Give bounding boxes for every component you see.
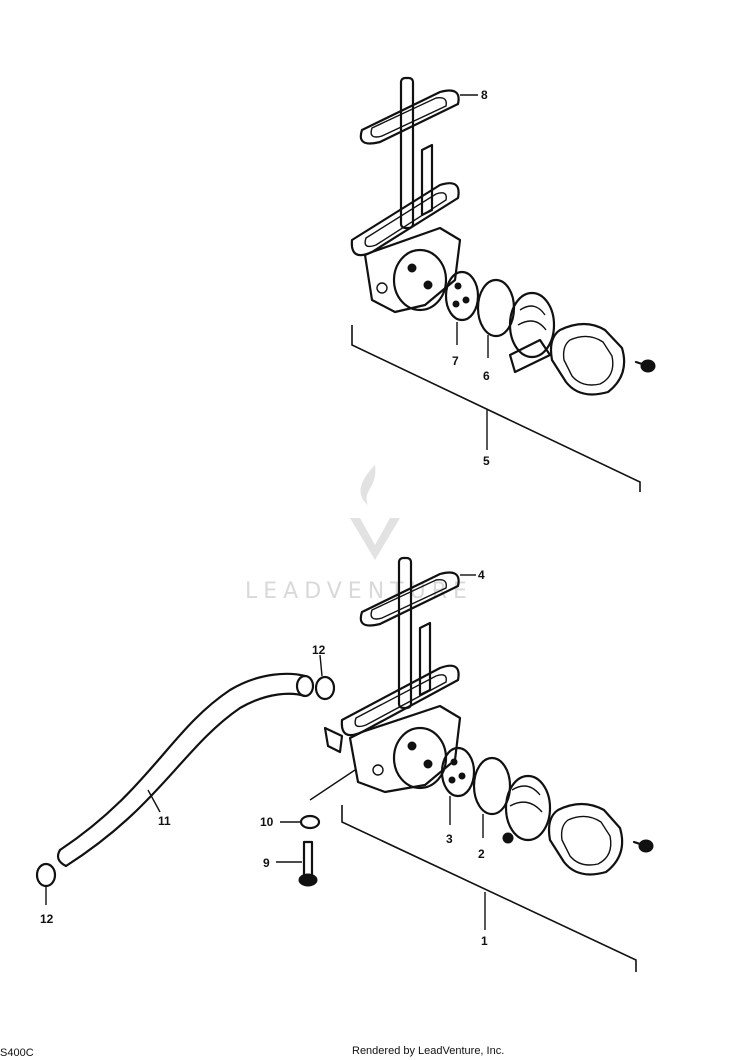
filter-cup-upper: [508, 291, 556, 374]
diagram-code: S400C: [0, 1047, 34, 1059]
callout-8: 8: [481, 88, 488, 102]
hose-clip-part-12-lower: [35, 862, 57, 905]
hose-clip-part-12-upper: [314, 654, 336, 701]
valve-body-lower: [309, 621, 462, 801]
upper-assembly: 8 7 6 5: [350, 76, 656, 492]
o-ring-part-2: [472, 756, 512, 838]
callout-3: 3: [446, 832, 453, 846]
callout-4: 4: [478, 568, 485, 582]
screw-lower: [632, 839, 654, 853]
lever-plate-part-8: [359, 76, 478, 230]
leadventure-logo-icon: [350, 465, 400, 560]
screw-upper: [634, 359, 656, 373]
gasket-upper: [549, 322, 626, 396]
callout-9: 9: [263, 856, 270, 870]
filter-cup-lower: [502, 774, 552, 844]
valve-body-upper: [350, 143, 462, 314]
callout-10: 10: [260, 815, 274, 829]
bracket-lower: [341, 805, 637, 972]
render-credit: Rendered by LeadVenture, Inc.: [352, 1045, 505, 1057]
filter-disc-part-7: [444, 270, 480, 345]
lower-assembly: 4 12 11 10 9 12 3 2 1: [35, 556, 654, 972]
bracket-upper: [351, 325, 641, 492]
watermark: LEADVENTURE: [245, 465, 467, 604]
callout-5: 5: [483, 454, 490, 468]
callout-2: 2: [478, 847, 485, 861]
fuel-hose-part-11: [56, 672, 315, 868]
callout-12-upper: 12: [312, 643, 326, 657]
gasket-lower: [547, 802, 624, 876]
washer-part-10: [280, 814, 321, 830]
filter-disc-part-3: [440, 746, 476, 825]
callout-7: 7: [452, 354, 459, 368]
callout-1: 1: [481, 934, 488, 948]
o-ring-part-6: [476, 278, 516, 358]
callout-6: 6: [483, 369, 490, 383]
callout-12-lower: 12: [40, 912, 54, 926]
callout-11: 11: [158, 814, 171, 828]
bolt-part-9: [276, 840, 318, 887]
